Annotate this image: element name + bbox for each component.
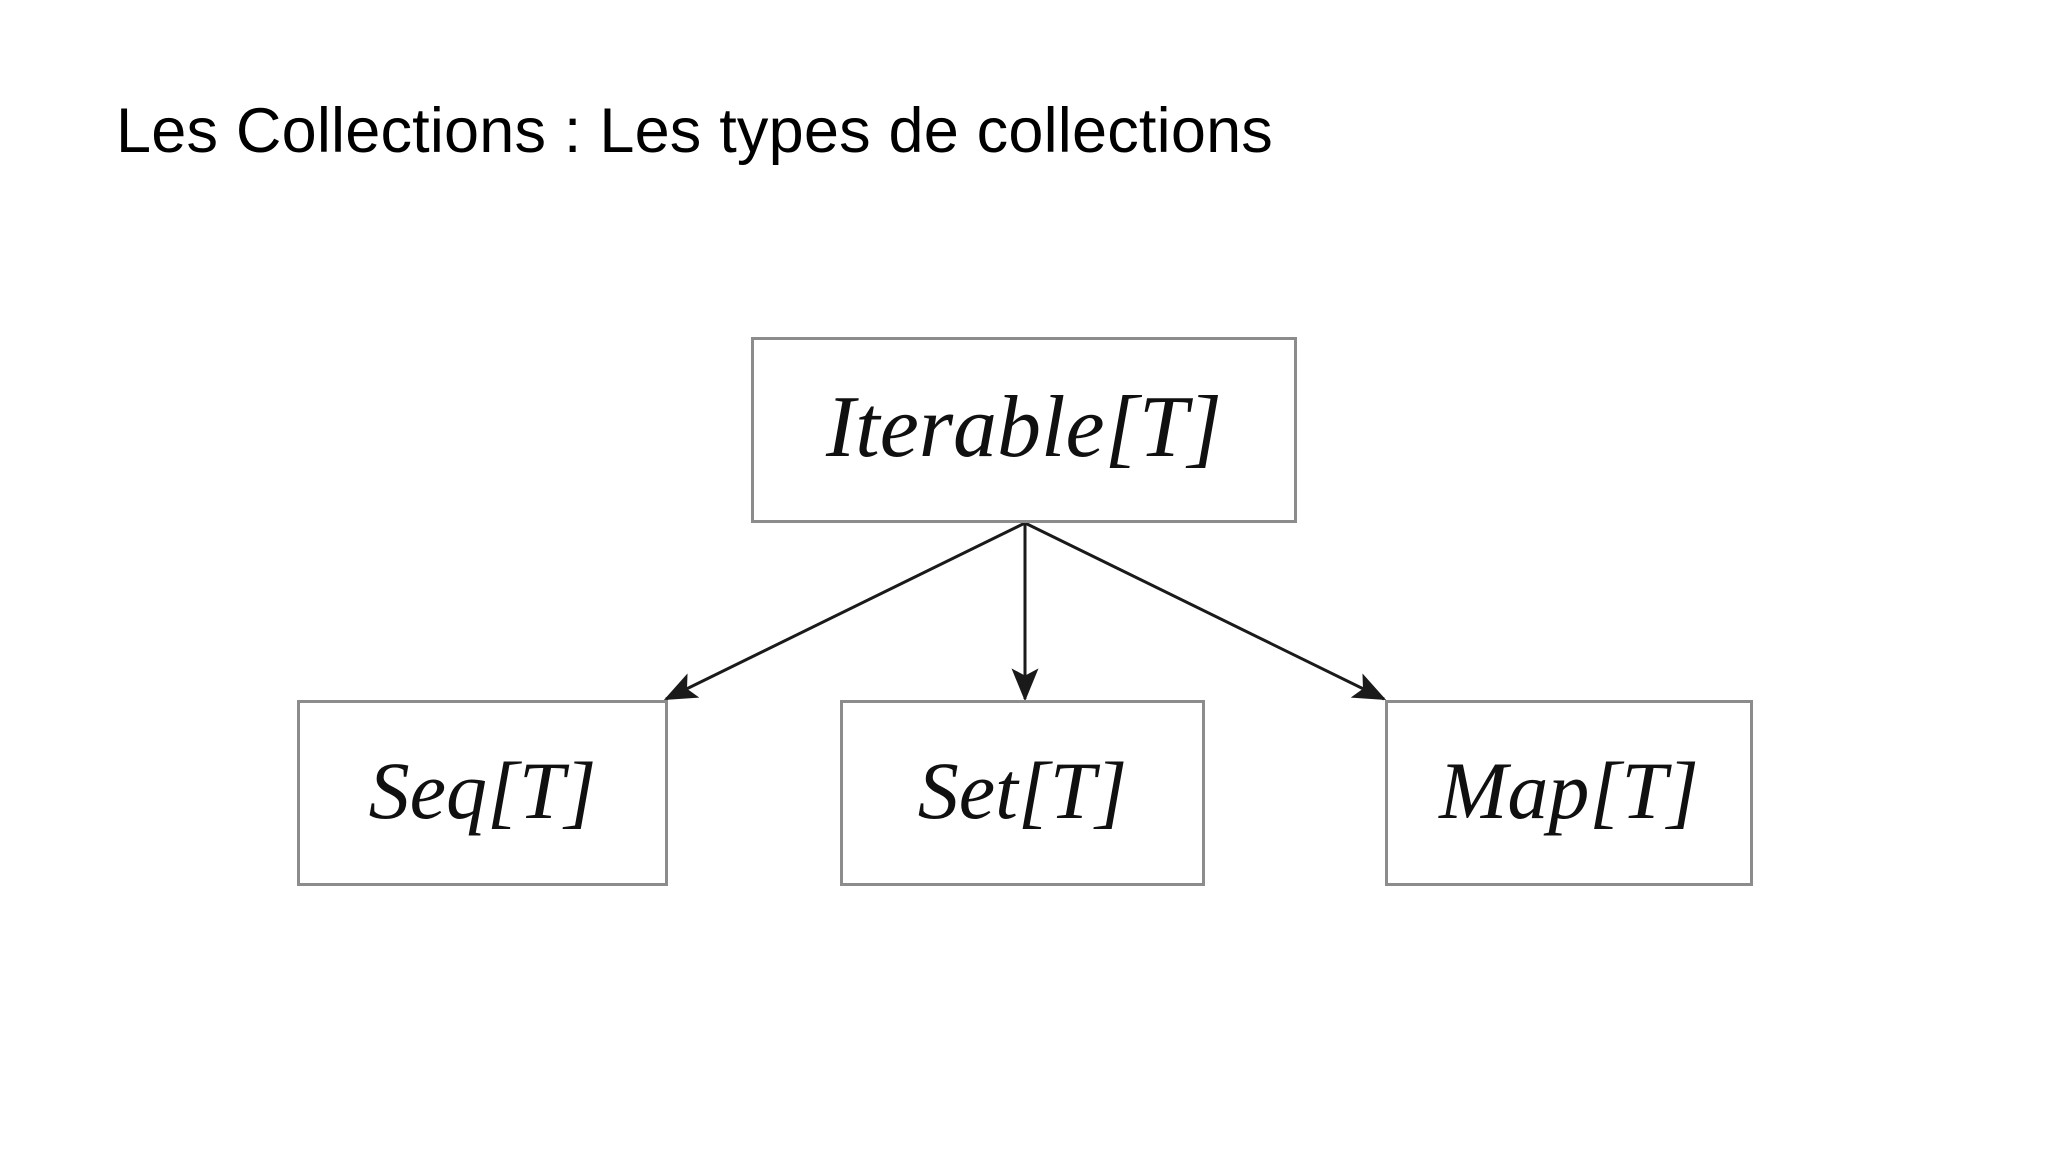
- node-map-label: Map[T]: [1439, 745, 1699, 836]
- node-seq: Seq[T]: [297, 700, 668, 886]
- node-seq-label: Seq[T]: [368, 745, 597, 836]
- node-iterable: Iterable[T]: [751, 337, 1297, 523]
- node-set-label: Set[T]: [917, 745, 1128, 836]
- node-map: Map[T]: [1385, 700, 1753, 886]
- page-title: Les Collections : Les types de collectio…: [116, 96, 1274, 166]
- edge-iterable-to-seq: [663, 521, 1026, 701]
- node-iterable-label: Iterable[T]: [826, 379, 1222, 476]
- edge-iterable-to-map: [1024, 521, 1387, 701]
- node-set: Set[T]: [840, 700, 1205, 886]
